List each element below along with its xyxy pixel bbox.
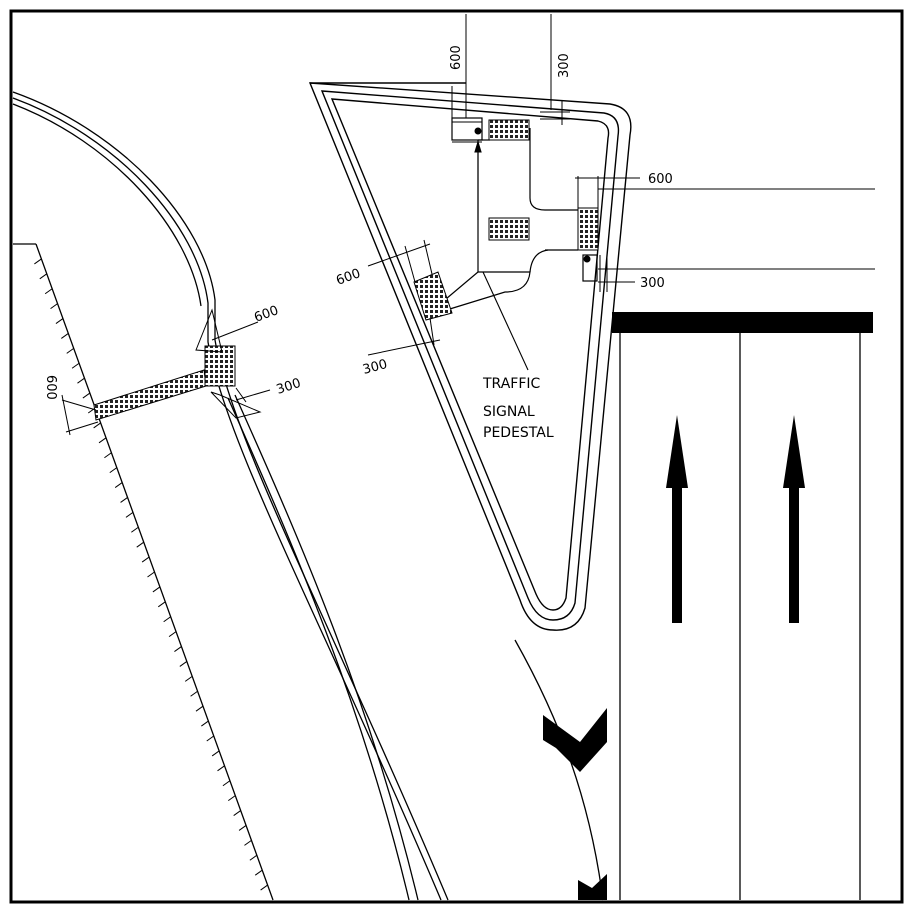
hatch-mark <box>61 333 69 339</box>
hatch-mark <box>147 571 155 578</box>
hatch-mark <box>222 780 231 787</box>
dim-label-300-island: 300 <box>361 357 389 378</box>
hatch-mark <box>249 854 258 861</box>
callout-leader <box>474 140 529 371</box>
dim-label-600-island: 600 <box>334 266 362 289</box>
hatch-mark <box>114 482 123 488</box>
hatch-mark <box>152 586 161 593</box>
triangular-island <box>308 82 632 631</box>
hatch-mark <box>211 750 220 757</box>
hatch-mark <box>131 526 139 533</box>
lane-arrow-left <box>666 415 688 623</box>
median-crossing <box>93 308 262 421</box>
dim-label-300-right: 300 <box>640 276 665 291</box>
hatch-mark <box>238 825 247 831</box>
callout-line-2: SIGNAL <box>483 404 535 420</box>
hatch-mark <box>104 452 112 459</box>
hatch-mark <box>206 735 215 742</box>
pedestal-callout: TRAFFIC SIGNAL PEDESTAL <box>482 376 554 441</box>
drawing-frame <box>9 9 904 904</box>
hatch-mark <box>39 273 48 280</box>
hatch-mark <box>254 869 263 876</box>
hatch-mark <box>201 720 209 727</box>
hatch-mark <box>260 884 268 891</box>
hatch-mark <box>244 839 252 846</box>
chevron-markings <box>543 708 607 900</box>
dim-label-600-top: 600 <box>449 45 464 70</box>
hatch-mark <box>179 661 188 667</box>
dim-label-600-left: 600 <box>43 375 58 400</box>
tactile-pads <box>413 119 599 321</box>
hatch-mark <box>98 437 107 444</box>
hatch-mark <box>71 362 80 369</box>
hatch-mark <box>174 646 182 652</box>
hatch-mark <box>163 616 171 623</box>
stop-line <box>612 312 873 333</box>
hatch-mark <box>168 631 177 638</box>
hatch-mark <box>157 601 166 608</box>
hatch-mark <box>82 392 91 399</box>
hatch-mark <box>44 288 53 295</box>
hatch-mark <box>190 690 198 697</box>
lane-arrow-right <box>783 415 805 623</box>
hatch-mark <box>120 497 128 503</box>
hatch-mark <box>93 422 101 429</box>
hatch-mark <box>195 705 204 712</box>
dim-label-600-median: 600 <box>252 303 280 326</box>
hatch-mark <box>184 675 193 682</box>
hatch-mark <box>125 511 134 518</box>
hatch-mark <box>66 347 74 354</box>
hatch-mark <box>136 541 145 548</box>
hatch-mark <box>55 318 64 324</box>
hatch-mark <box>34 258 42 265</box>
hatch-mark <box>77 377 85 384</box>
callout-line-1: TRAFFIC <box>482 376 541 392</box>
dim-label-300-median: 300 <box>275 376 303 398</box>
hatch-mark <box>217 765 225 772</box>
hatch-mark <box>228 795 236 802</box>
hatch-mark <box>233 810 241 816</box>
hatch-mark <box>50 303 58 310</box>
curved-median-kerb <box>12 91 449 901</box>
hatch-mark <box>109 467 118 474</box>
dim-label-300-top: 300 <box>557 53 572 78</box>
callout-line-3: PEDESTAL <box>483 425 554 441</box>
dimension-lines <box>61 14 875 436</box>
dim-label-600-right: 600 <box>648 172 673 187</box>
hatch-mark <box>141 556 150 563</box>
left-hatched-edge <box>13 243 274 901</box>
